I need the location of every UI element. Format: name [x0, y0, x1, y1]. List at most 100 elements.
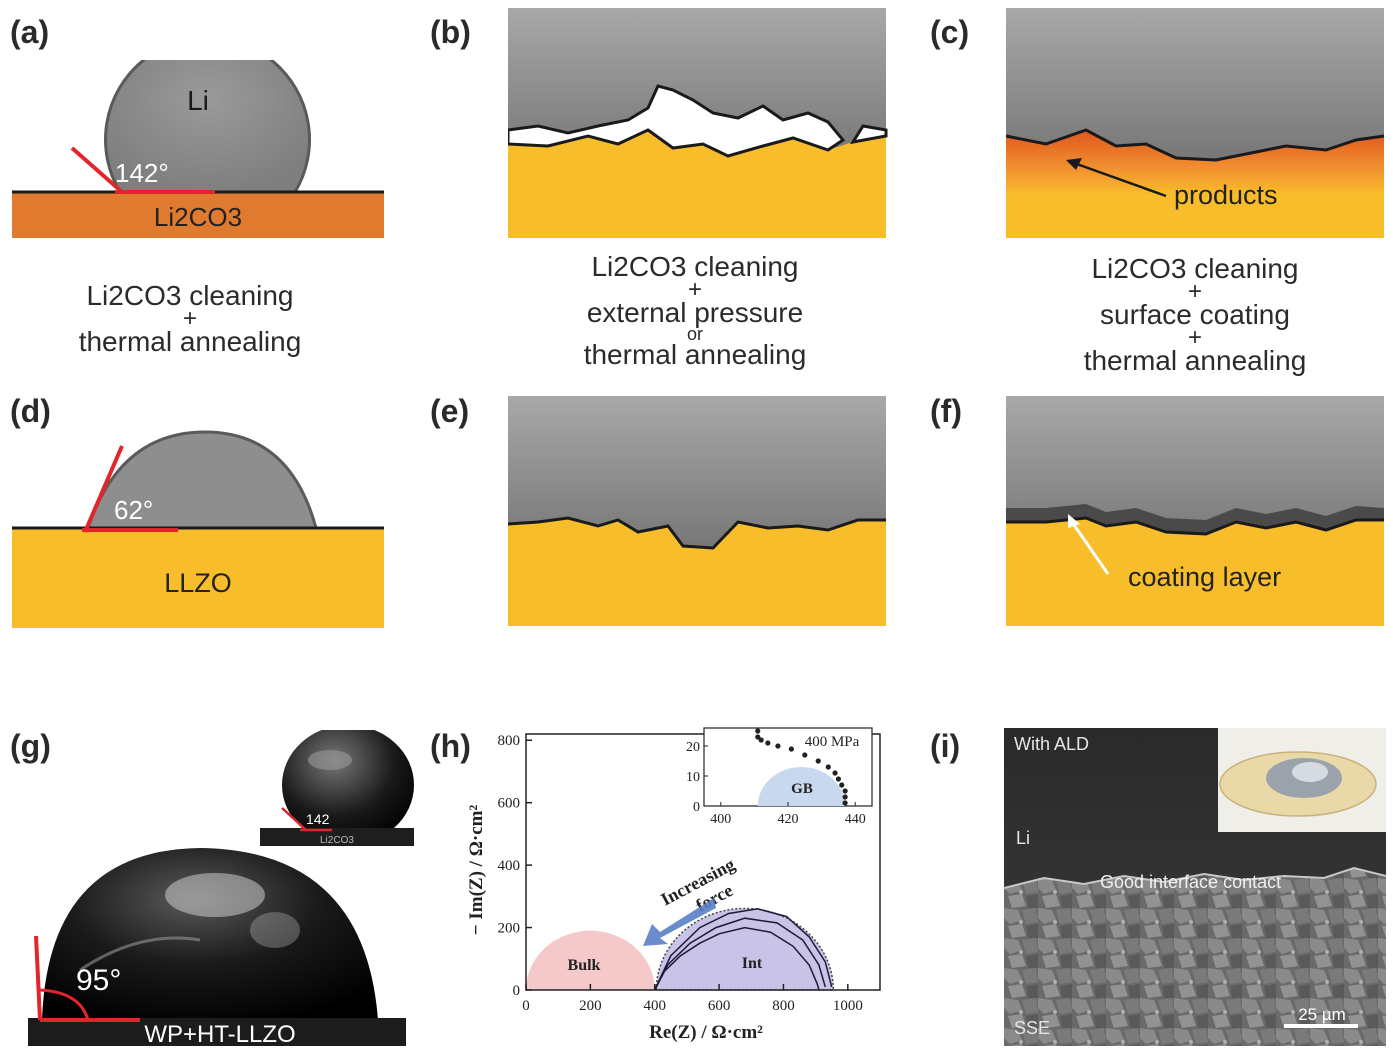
inset-data-point — [842, 794, 848, 800]
sse-label: SSE — [1014, 1018, 1050, 1038]
llzo-substrate — [508, 130, 886, 238]
y-tick-label: 0 — [513, 983, 521, 999]
panel-i-micrograph: With ALD Li Good interface contact SSE 2… — [1004, 728, 1386, 1046]
inset-y-tick-label: 10 — [686, 770, 700, 785]
inset-title: 400 MPa — [805, 734, 860, 750]
y-tick-label: 800 — [498, 733, 521, 749]
int-region-label: Int — [742, 955, 763, 972]
inset-data-point — [825, 764, 831, 770]
inset-data-point — [815, 758, 821, 764]
caption-b-or: or — [686, 324, 703, 344]
llzo-substrate — [1006, 518, 1384, 626]
lithium-droplet — [85, 430, 318, 530]
li2co3-substrate — [12, 192, 384, 238]
x-tick-label: 1000 — [833, 998, 863, 1014]
panel-f-diagram: coating layer — [1006, 396, 1384, 626]
inset-data-point — [758, 737, 764, 743]
panel-b-diagram — [508, 8, 888, 238]
li-label: Li — [1016, 828, 1030, 848]
inset-data-point — [802, 752, 808, 758]
inset-data-point — [835, 776, 841, 782]
panel-d-diagram: 62° LLZO — [12, 430, 384, 628]
panel-label-c: (c) — [930, 14, 970, 50]
coating-layer — [1006, 504, 1384, 534]
contact-angle-label: 62° — [114, 495, 153, 525]
coating-layer-label: coating layer — [1128, 562, 1281, 592]
caption-b: Li2CO3 cleaning + external pressure or t… — [545, 253, 845, 369]
increasing-force-arrow — [643, 898, 716, 946]
reaction-products — [1006, 130, 1384, 238]
inset-data-point — [755, 734, 761, 740]
llzo-substrate — [12, 528, 384, 628]
panel-label-f: (f) — [930, 393, 962, 429]
contact-angle-tangent — [70, 146, 124, 194]
caption-c-line3: thermal annealing — [1083, 345, 1307, 376]
caption-b-line1: Li2CO3 cleaning — [591, 251, 799, 282]
inset-y-tick-label: 0 — [693, 800, 700, 815]
contact-angle-tangent — [83, 445, 124, 533]
inset-data-point — [832, 770, 838, 776]
caption-c-line2: surface coating — [1100, 299, 1290, 330]
panel-label-e: (e) — [430, 393, 470, 429]
inset-data-point — [842, 800, 848, 806]
products-arrow — [1073, 161, 1167, 198]
inset-data-point — [788, 746, 794, 752]
caption-c: Li2CO3 cleaning + surface coating + ther… — [1045, 255, 1345, 375]
panel-e-diagram — [508, 396, 886, 626]
region-bulk — [526, 930, 655, 990]
substrate-label: LLZO — [164, 568, 232, 598]
inset-data-point — [765, 740, 771, 746]
inset-x-tick-label: 400 — [710, 812, 731, 827]
panel-label-h: (h) — [430, 728, 471, 764]
x-tick-label: 200 — [579, 998, 602, 1014]
caption-a-plus: + — [182, 305, 197, 332]
panel-c-diagram: products — [1006, 8, 1385, 238]
bulk-region-label: Bulk — [568, 957, 601, 974]
caption-c-plus2: + — [1187, 324, 1202, 351]
caption-b-line3: thermal annealing — [583, 339, 807, 370]
main-angle-label: 95° — [76, 964, 121, 997]
panel-a-diagram: Li 142° Li2CO3 — [12, 60, 384, 238]
panel-label-d: (d) — [10, 393, 51, 429]
products-label: products — [1174, 180, 1278, 210]
x-tick-label: 400 — [643, 998, 666, 1014]
void-gap — [508, 84, 846, 158]
caption-a-line1: Li2CO3 cleaning — [86, 280, 294, 311]
inset-angle-label: 142 — [306, 811, 330, 827]
droplet-label: Li — [187, 85, 209, 116]
inset-data-point — [839, 782, 845, 788]
panel-label-g: (g) — [10, 728, 51, 764]
main-substrate-label: WP+HT-LLZO — [144, 1021, 295, 1048]
panel-label-a: (a) — [10, 14, 50, 50]
x-tick-label: 0 — [522, 998, 530, 1014]
inset-gb-label: GB — [791, 781, 813, 797]
scale-bar-label: 25 µm — [1298, 1005, 1346, 1024]
inset-data-point — [755, 728, 761, 734]
caption-b-line2: external pressure — [586, 297, 804, 328]
pellet-photo — [1218, 728, 1386, 832]
inset-data-point — [842, 788, 848, 794]
caption-b-plus: + — [687, 276, 702, 303]
contact-angle-label: 142° — [115, 158, 169, 188]
x-tick-label: 600 — [708, 998, 731, 1014]
series-line-1 — [654, 917, 827, 991]
sse-region — [1004, 868, 1386, 1046]
caption-a-line2: thermal annealing — [78, 326, 302, 357]
interface-contact-label: Good interface contact — [1100, 872, 1281, 892]
main-droplet-photo: 95° WP+HT-LLZO — [28, 848, 406, 1048]
panel-label-b: (b) — [430, 14, 471, 50]
inset-data-point — [775, 743, 781, 749]
caption-a: Li2CO3 cleaning + thermal annealing — [40, 282, 340, 356]
plot-frame — [525, 733, 881, 991]
caption-c-plus1: + — [1187, 278, 1202, 305]
x-axis-label: Re(Z) / Ω·cm² — [649, 1022, 763, 1043]
x-tick-label: 800 — [772, 998, 795, 1014]
region-int — [655, 907, 835, 991]
inset-droplet-photo: 142 Li2CO3 — [260, 730, 414, 846]
series-line-0 — [654, 926, 820, 991]
y-tick-label: 600 — [498, 796, 521, 812]
panel-label-i: (i) — [930, 728, 961, 764]
inset-region-gb — [757, 767, 846, 806]
llzo-substrate — [508, 518, 886, 626]
